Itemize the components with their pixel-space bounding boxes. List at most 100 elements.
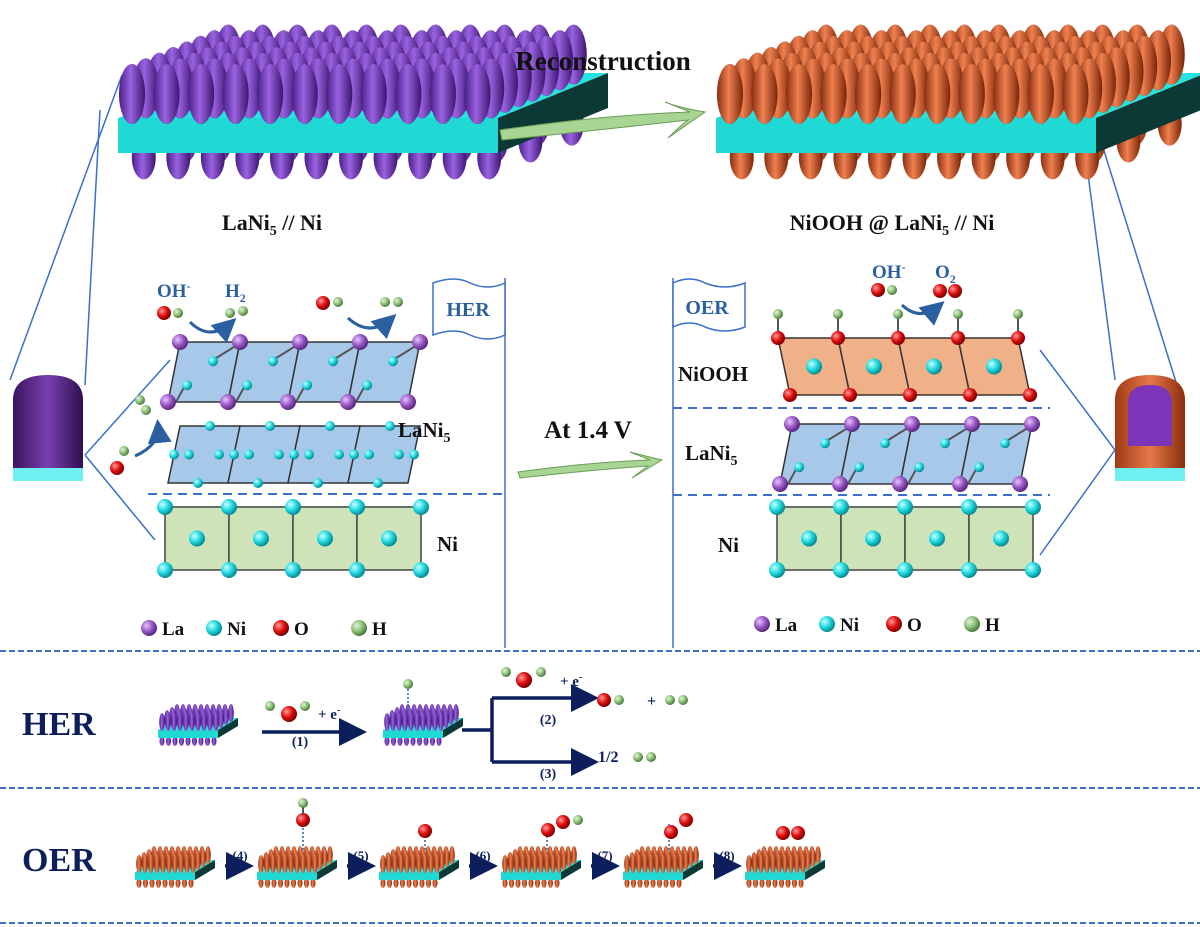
legend-swatch-ni — [206, 620, 222, 636]
tip — [683, 852, 689, 870]
tip — [426, 713, 432, 731]
guide-line — [84, 454, 156, 541]
tip — [192, 736, 197, 746]
h-atom — [173, 308, 183, 318]
tip — [153, 63, 180, 125]
h-atom — [678, 695, 688, 705]
curved-arrow — [346, 313, 397, 339]
o-atom — [831, 331, 845, 345]
reconstruction-arrow — [499, 101, 707, 141]
slab-side — [683, 860, 703, 880]
tip — [672, 855, 678, 873]
ni-atom — [413, 499, 429, 515]
tip — [154, 855, 160, 873]
la-atom — [784, 416, 800, 432]
legend-swatch-la — [754, 616, 770, 632]
oer-surface-molecules — [871, 283, 962, 326]
h-atom — [501, 667, 511, 677]
tip — [958, 63, 986, 125]
tip — [162, 878, 168, 888]
tip — [650, 878, 656, 888]
tip — [444, 849, 450, 867]
h-atom — [573, 815, 583, 825]
slab-side — [218, 718, 238, 738]
tip — [800, 855, 806, 873]
tip — [187, 63, 215, 125]
tip — [205, 846, 211, 864]
tip — [993, 63, 1020, 125]
o-atom — [679, 813, 693, 827]
tip — [666, 855, 672, 873]
tip — [282, 855, 288, 873]
tip — [270, 855, 276, 873]
tip — [159, 713, 165, 731]
legend-label-la: La — [162, 619, 185, 640]
tip — [297, 878, 303, 888]
reconstruction-label: Reconstruction — [515, 46, 690, 76]
tip — [924, 63, 951, 125]
tip — [148, 855, 154, 873]
tip — [198, 736, 204, 746]
slab-front — [383, 730, 443, 738]
tip — [688, 849, 694, 867]
tip — [380, 855, 386, 873]
tip — [528, 878, 534, 888]
h-atom — [141, 405, 151, 415]
tip — [395, 63, 422, 125]
tip — [676, 878, 682, 888]
tip — [118, 63, 146, 125]
ni-atom — [801, 530, 817, 547]
her-flag-label: HER — [446, 299, 490, 321]
tip — [136, 878, 142, 888]
tip — [566, 849, 572, 867]
oer-ni-lattice — [769, 499, 1041, 578]
ni-atom — [394, 449, 404, 460]
la-atom — [280, 394, 296, 410]
ni-atom — [244, 449, 254, 460]
tip — [175, 878, 181, 888]
o-atom — [1023, 388, 1037, 402]
ni-atom — [334, 449, 344, 460]
tip — [142, 855, 148, 873]
her-step2-plus: + — [647, 693, 656, 710]
ni-atom — [242, 380, 253, 391]
ni-atom — [349, 562, 365, 578]
slab-front — [135, 872, 195, 880]
tip — [387, 878, 392, 888]
tip — [548, 878, 553, 888]
tip — [406, 878, 412, 888]
tip — [798, 878, 804, 888]
ni-atom — [914, 462, 925, 473]
tip — [291, 63, 318, 125]
o-atom — [597, 693, 611, 707]
tip — [211, 736, 217, 746]
tip — [526, 855, 532, 873]
tip — [434, 855, 440, 873]
tip — [360, 63, 388, 125]
ni-atom — [409, 449, 419, 460]
tip — [390, 713, 396, 731]
tip — [171, 713, 177, 731]
ni-atom — [794, 462, 805, 473]
tip — [391, 736, 396, 746]
tip — [630, 855, 636, 873]
ni-atom — [866, 358, 882, 375]
tip — [758, 855, 764, 873]
h-atom — [773, 309, 783, 319]
her-h2-label: H2 — [225, 281, 246, 305]
ni-atom — [169, 449, 179, 460]
lani5-electrode-large — [118, 24, 608, 180]
ni-atom — [205, 421, 215, 431]
tip — [384, 713, 390, 731]
tip — [183, 713, 189, 731]
tip — [189, 713, 195, 731]
h-atom — [953, 309, 963, 319]
legend-label-ni: Ni — [840, 615, 859, 636]
tip — [532, 855, 538, 873]
legend-swatch-h — [964, 616, 980, 632]
ni-atom — [193, 478, 203, 488]
h-atom — [646, 752, 656, 762]
ni-atom — [865, 530, 881, 547]
